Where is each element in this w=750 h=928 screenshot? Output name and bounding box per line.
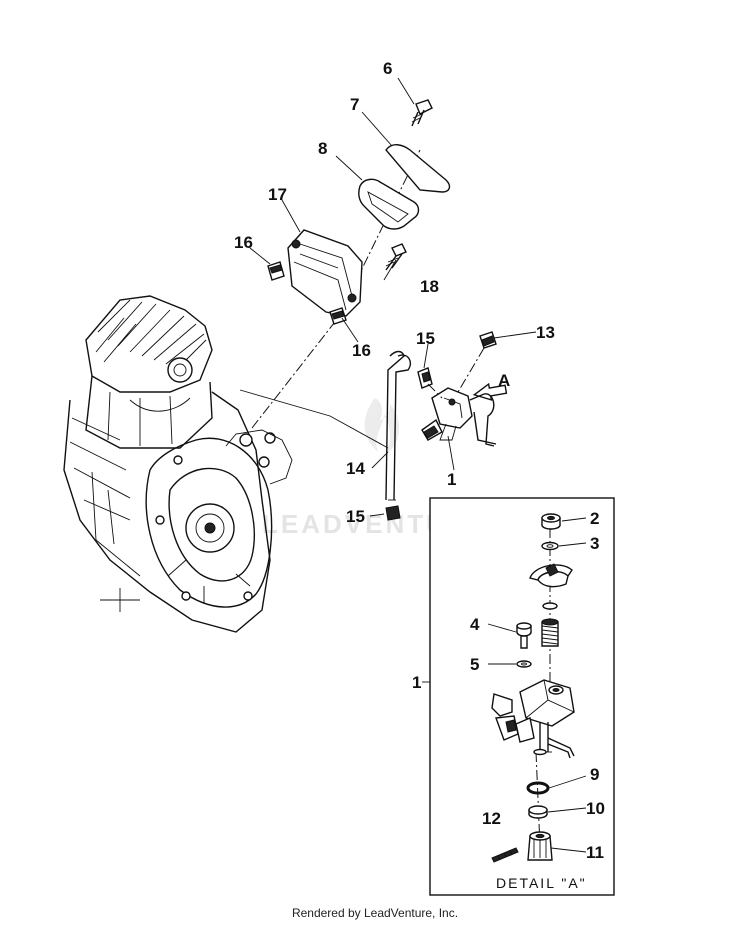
callout-14: 14 — [346, 459, 365, 478]
strainer-cup-11 — [527, 831, 553, 861]
callout-16-left: 16 — [234, 233, 253, 252]
fitting-13 — [457, 331, 497, 393]
cover-17 — [287, 229, 363, 317]
callout-13: 13 — [536, 323, 555, 342]
detail-title: DETAIL "A" — [496, 875, 587, 891]
plate-7 — [385, 144, 451, 193]
callout-2: 2 — [590, 509, 599, 528]
callout-1-detail: 1 — [412, 673, 421, 692]
callout-3: 3 — [590, 534, 599, 553]
engine-assembly — [63, 295, 293, 633]
hose-14 — [385, 350, 412, 501]
o-ring-9 — [526, 781, 550, 795]
valve-lever — [529, 563, 573, 588]
callouts: 6 7 8 17 16 18 16 15 13 14 1 15 2 3 4 5 … — [234, 59, 605, 862]
washer-small — [542, 602, 558, 610]
footer-credit: Rendered by LeadVenture, Inc. — [291, 906, 459, 920]
valve-body — [491, 679, 575, 759]
gasket-8 — [358, 178, 420, 230]
callout-8: 8 — [318, 139, 327, 158]
callout-17: 17 — [268, 185, 287, 204]
detail-a-box: DETAIL "A" — [429, 497, 615, 896]
bolt-4 — [516, 622, 532, 649]
clamp-15-lower — [385, 505, 401, 521]
grommet-16-left — [267, 261, 285, 281]
callout-5: 5 — [470, 655, 479, 674]
view-arrow-a: A — [472, 371, 510, 401]
bolt-6 — [411, 99, 433, 127]
valve-spring — [541, 618, 559, 647]
fuel-valve-1 — [421, 387, 497, 447]
callout-15-upper: 15 — [416, 329, 435, 348]
callout-7: 7 — [350, 95, 359, 114]
callout-4: 4 — [470, 615, 480, 634]
valve-link-line — [427, 383, 443, 399]
callout-6: 6 — [383, 59, 392, 78]
callout-11: 11 — [586, 843, 604, 862]
callout-1-valve: 1 — [447, 470, 456, 489]
callout-9: 9 — [590, 765, 599, 784]
washer-3 — [541, 541, 559, 551]
nut-2 — [541, 513, 561, 530]
clamp-15-upper — [417, 367, 433, 389]
callout-18: 18 — [420, 277, 439, 296]
leader-lines — [249, 77, 587, 853]
bolt-18 — [385, 243, 407, 271]
washer-5-hole — [521, 662, 527, 666]
grommet-16-lower — [329, 307, 347, 325]
callout-16-lower: 16 — [352, 341, 371, 360]
callout-10: 10 — [586, 799, 605, 818]
callout-15-lower: 15 — [346, 507, 365, 526]
view-arrow-label: A — [498, 371, 510, 390]
screw-12 — [491, 847, 519, 863]
callout-12: 12 — [482, 809, 501, 828]
hose-route-line — [239, 389, 389, 449]
washer-5 — [516, 660, 532, 668]
washer-10 — [528, 805, 548, 819]
